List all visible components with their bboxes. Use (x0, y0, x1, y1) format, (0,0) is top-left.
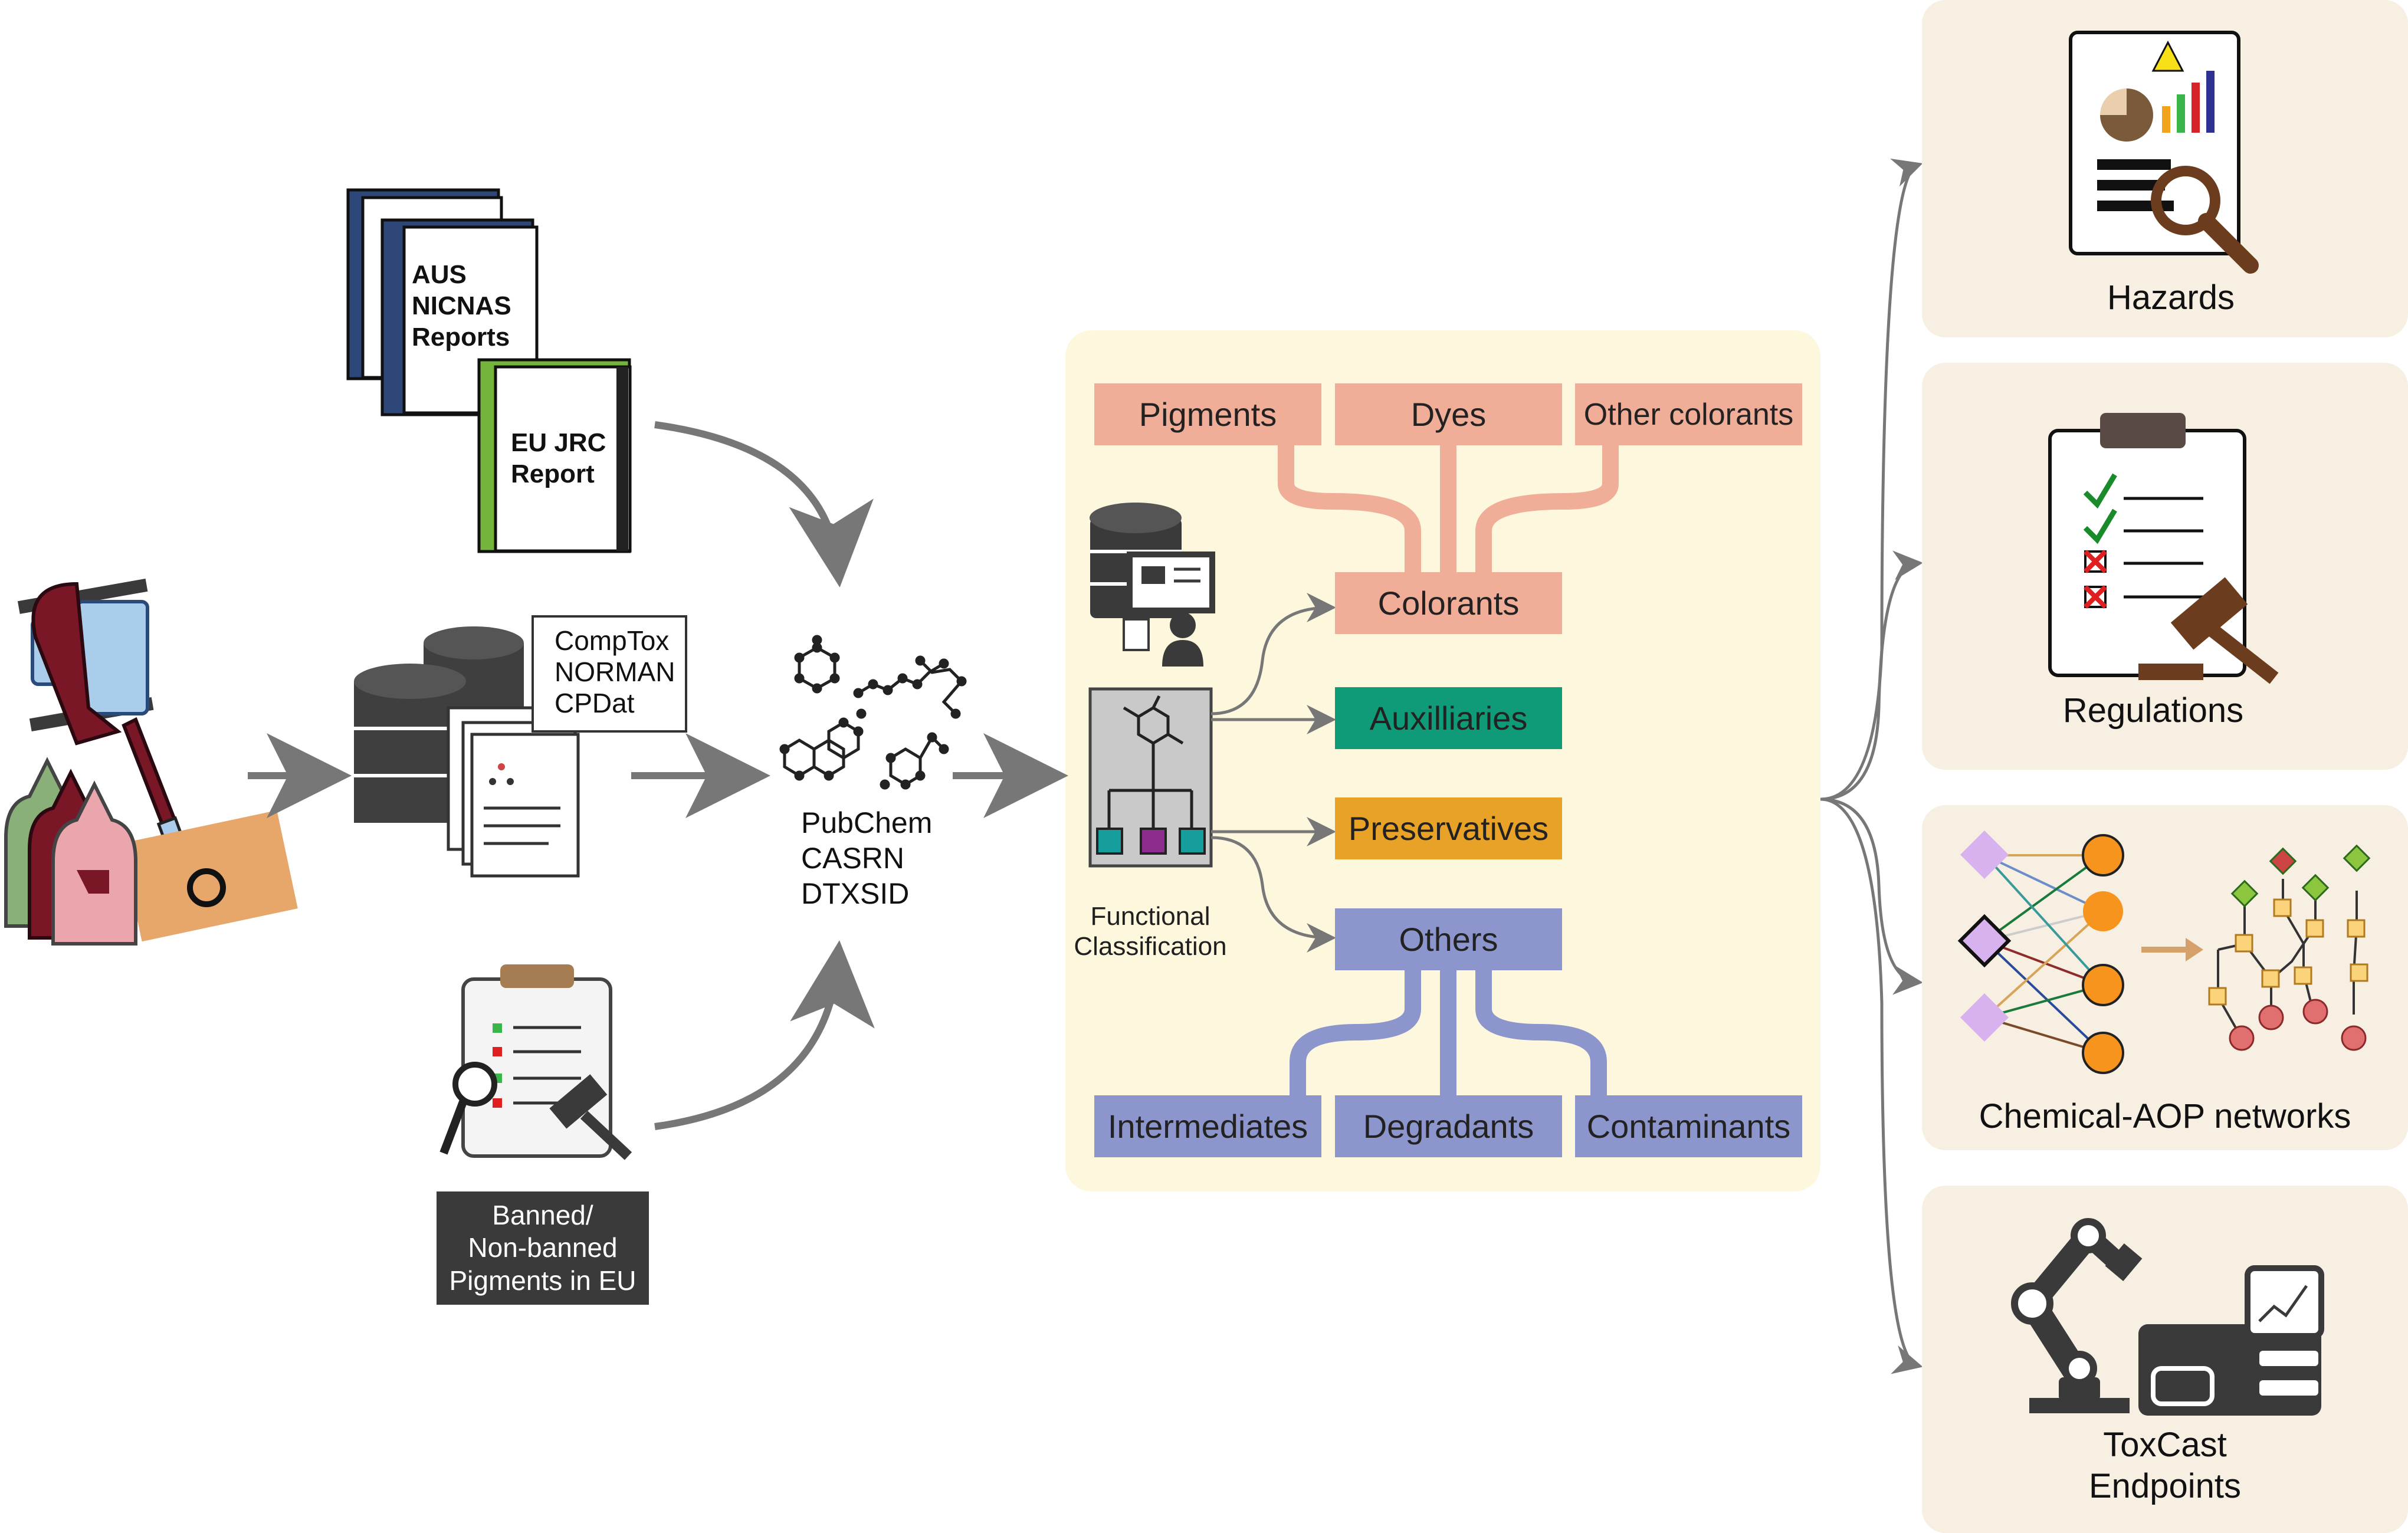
category-degradants: Degradants (1335, 1095, 1562, 1157)
category-colorants: Colorants (1335, 572, 1562, 634)
ink-bottle-icon (4, 757, 298, 946)
book-aus-label: AUS NICNAS Reports (412, 260, 511, 352)
magnifier-icon (439, 1062, 497, 1155)
clipboard-icon (461, 964, 612, 1158)
computer-user-icon (1090, 503, 1215, 667)
gavel-icon (549, 1074, 632, 1160)
hierarchy-icon (1088, 687, 1213, 868)
category-pigments: Pigments (1094, 383, 1321, 445)
robot-arm-icon (2011, 1218, 2143, 1413)
database-list-box (532, 615, 687, 733)
banned-pigments-label: Banned/ Non-banned Pigments in EU (437, 1191, 649, 1305)
hazards-label: Hazards (2107, 278, 2235, 317)
molecule-icon (779, 635, 967, 790)
functional-classification-label: Functional Classification (1074, 902, 1227, 961)
top-connectors (1278, 445, 1619, 572)
category-contaminants: Contaminants (1575, 1095, 1802, 1157)
report-chart-icon (2069, 31, 2259, 274)
branch-arrows (1210, 593, 1336, 953)
lab-instrument-icon (2138, 1265, 2324, 1416)
regulations-label: Regulations (2062, 691, 2244, 730)
book-eu-label: EU JRC Report (511, 428, 606, 488)
toxcast-endpoints-label: ToxCast Endpoints (2089, 1426, 2241, 1505)
aop-panel (1922, 805, 2408, 1150)
category-dyes: Dyes (1335, 383, 1562, 445)
category-preservatives: Preservatives (1335, 797, 1562, 859)
aop-networks-label: Chemical-AOP networks (1979, 1097, 2351, 1135)
document-icon (447, 706, 580, 878)
category-other-colorants: Other colorants (1575, 383, 1802, 445)
bottom-connectors (1290, 970, 1607, 1097)
category-auxilliaries: Auxilliaries (1335, 687, 1562, 749)
classification-panel (1065, 330, 1820, 1191)
book-icon (346, 188, 632, 553)
database-list-label: CompTox NORMAN CPDat (555, 625, 675, 718)
category-others: Others (1335, 908, 1562, 970)
output-arrows (1820, 159, 1923, 1374)
gavel-icon (2138, 577, 2279, 684)
category-intermediates: Intermediates (1094, 1095, 1321, 1157)
identifiers-label: PubChem CASRN DTXSID (801, 806, 933, 910)
network-icon (1957, 830, 2371, 1074)
